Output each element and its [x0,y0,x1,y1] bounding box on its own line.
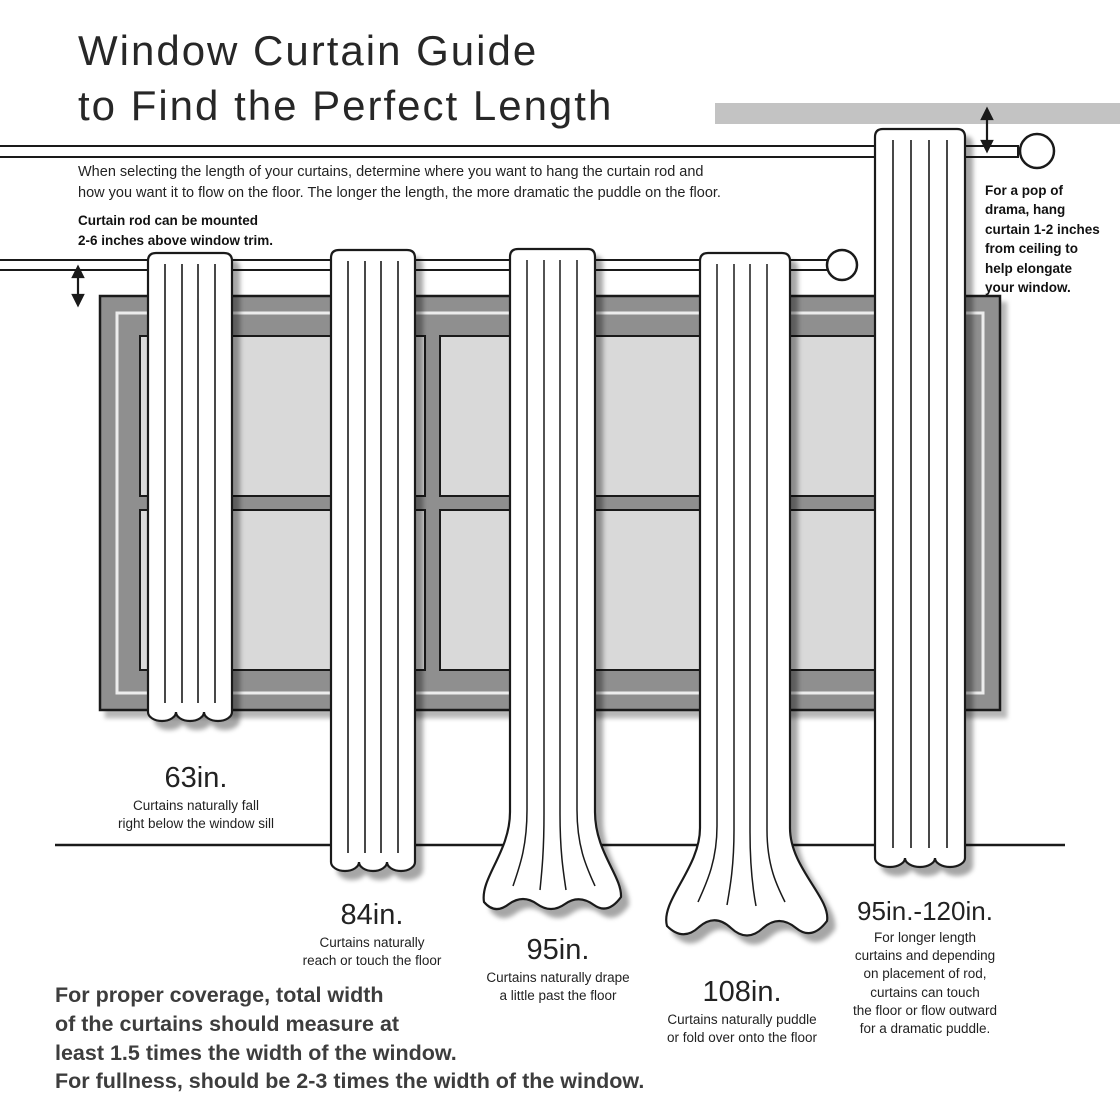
ceiling-drama-note: For a pop of drama, hang curtain 1-2 inc… [985,183,1100,296]
ceiling-rod [0,132,1056,170]
curtain-description-95in: Curtains naturally drape a little past t… [486,970,630,1004]
intro-text: When selecting the length of your curtai… [78,164,721,202]
curtain-95-120in [873,127,967,869]
curtain-length-95in: 95in. [526,934,590,966]
curtain-label-95-120in: 95in.-120in. For longer length curtains … [815,896,1035,1038]
curtain-description-63in: Curtains naturally fall right below the … [117,798,275,832]
ceiling-spacing-arrow-icon [980,106,994,154]
curtain-length-108in: 108in. [702,976,782,1008]
curtain-description-84in: Curtains naturally reach or touch the fl… [302,935,442,969]
ceiling-bar [715,103,1120,124]
ceiling-rod-finial [1018,132,1056,170]
curtain-63in [146,251,234,723]
curtain-label-84in: 84in. Curtains naturally reach or touch … [272,899,472,970]
window-rod-finial [825,248,859,282]
curtain-95in [482,247,623,911]
curtain-label-108in: 108in. Curtains naturally puddle or fold… [632,976,852,1047]
curtain-length-84in: 84in. [340,899,404,931]
rod-mount-note: Curtain rod can be mounted 2-6 inches ab… [78,213,274,248]
curtain-label-63in: 63in. Curtains naturally fall right belo… [96,762,296,833]
coverage-note: For proper coverage, total width of the … [55,983,645,1094]
curtain-label-95in: 95in. Curtains naturally drape a little … [458,934,658,1005]
curtain-description-95-120in: For longer length curtains and depending… [852,930,998,1037]
curtain-length-95-120in: 95in.-120in. [857,896,993,926]
curtain-length-63in: 63in. [164,762,228,794]
page-title: Window Curtain Guide to Find the Perfect… [78,27,614,129]
curtain-description-108in: Curtains naturally puddle or fold over o… [666,1012,818,1046]
curtain-108in [665,251,829,937]
rod-spacing-arrow-icon [71,264,85,308]
curtain-84in [329,248,417,873]
